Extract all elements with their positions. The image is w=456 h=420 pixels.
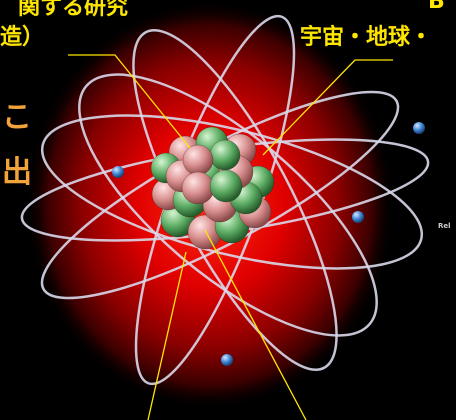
- nucleon-neutron: [209, 169, 243, 203]
- callout-line-top-right: [262, 59, 393, 156]
- callout-line-top-left: [68, 54, 191, 149]
- label-research-fragment: 関する研究: [18, 0, 129, 20]
- electrons: [112, 122, 425, 366]
- label-top-right-fragment: B: [428, 0, 445, 14]
- side-text-char: 出: [2, 155, 32, 190]
- orbit-ring: [78, 73, 378, 337]
- label-universe-earth: 宇宙・地球・: [300, 25, 433, 50]
- electron: [413, 122, 425, 134]
- side-label: Rel: [438, 222, 451, 230]
- nucleon-neutron: [209, 139, 241, 171]
- callout-line-bottom-right: [204, 229, 307, 420]
- label-structure-fragment: 造）: [0, 25, 45, 50]
- electron: [112, 166, 124, 178]
- nucleus: [150, 126, 275, 250]
- callout-lines: [68, 54, 393, 420]
- electron: [221, 354, 233, 366]
- nucleon-proton: [182, 144, 214, 176]
- side-text-char: こ: [2, 100, 32, 135]
- nucleon-proton: [181, 171, 215, 205]
- callout-line-bottom-left: [147, 251, 187, 420]
- electron: [352, 211, 364, 223]
